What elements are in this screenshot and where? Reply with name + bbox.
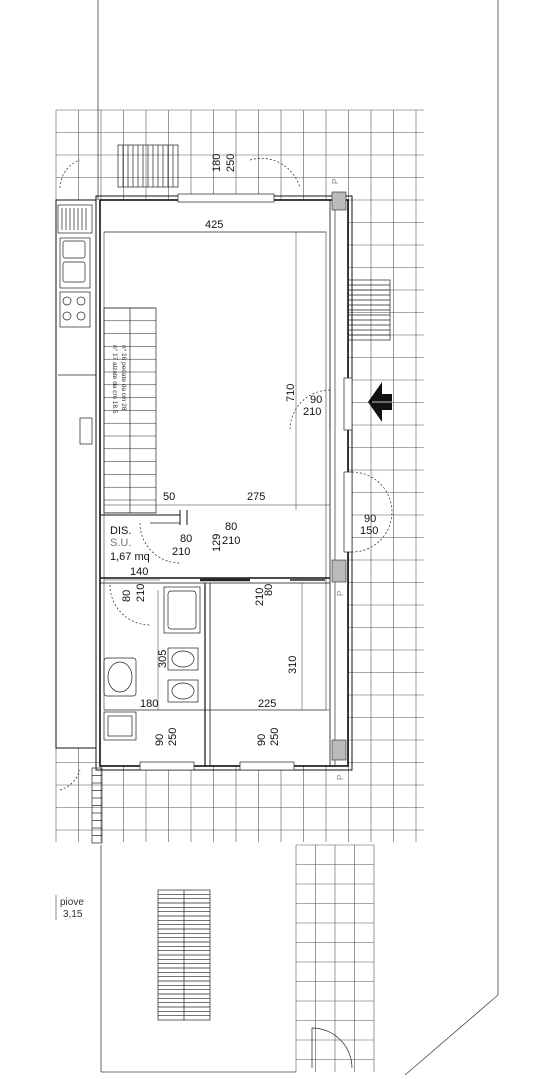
pillar-mark: P — [336, 591, 345, 596]
dim-win2-250: 250 — [269, 728, 281, 746]
dim-bath-door-80: 80 — [121, 590, 133, 602]
dim-dis-door-80: 80 — [180, 533, 192, 545]
bathroom-fixtures — [103, 586, 201, 741]
stair-label-1: n° 16 pedate da cm 28 — [120, 345, 128, 411]
entrance-arrow — [368, 382, 392, 422]
dimension-lines — [104, 231, 330, 711]
stair-label-2: n° 17 alzate da cm 18.5 — [111, 345, 119, 414]
dim-top-door-180: 180 — [211, 154, 223, 172]
outside-value: 3,15 — [63, 909, 83, 920]
dim-side-door-210: 210 — [303, 406, 321, 418]
pillars — [331, 191, 347, 761]
outside-label: piove — [60, 897, 84, 908]
dim-mid-door-210: 210 — [222, 535, 240, 547]
dim-bath-door-210: 210 — [135, 584, 147, 602]
dim-room-width: 425 — [205, 219, 223, 231]
room-name: DIS. — [110, 525, 131, 537]
dim-50: 50 — [163, 491, 175, 503]
dim-side-door-90: 90 — [310, 394, 322, 406]
dim-win1-90: 90 — [154, 734, 166, 746]
room-su: S.U. — [110, 537, 131, 549]
pillar-mark: P — [336, 775, 345, 780]
property-lines — [97, 0, 499, 1076]
pillar-mark: P — [331, 179, 340, 184]
kitchen-fixtures — [57, 204, 96, 445]
dim-win1-250: 250 — [167, 728, 179, 746]
dim-225: 225 — [258, 698, 276, 710]
room-area: 1,67 mq — [110, 551, 150, 563]
radiator-grilles — [91, 144, 391, 1021]
dim-140: 140 — [130, 566, 148, 578]
dim-win2-90: 90 — [256, 734, 268, 746]
dim-side-door2-150: 150 — [360, 525, 378, 537]
interior-fill — [100, 200, 348, 765]
dim-180: 180 — [140, 698, 158, 710]
dim-top-door-250: 250 — [225, 154, 237, 172]
dim-mid-door-80: 80 — [225, 521, 237, 533]
doors — [59, 158, 393, 791]
dim-275: 275 — [247, 491, 265, 503]
walkway-grid — [295, 844, 375, 1072]
dim-dis-door-210: 210 — [172, 546, 190, 558]
dim-room-height: 710 — [285, 384, 297, 402]
dim-305: 305 — [157, 650, 169, 668]
gate — [311, 1027, 353, 1069]
dim-r-door-80: 80 — [263, 584, 275, 596]
dim-r-door-210: 210 — [254, 588, 266, 606]
dim-129: 129 — [211, 534, 223, 552]
dim-side-door2-90: 90 — [364, 513, 376, 525]
dim-310: 310 — [287, 656, 299, 674]
